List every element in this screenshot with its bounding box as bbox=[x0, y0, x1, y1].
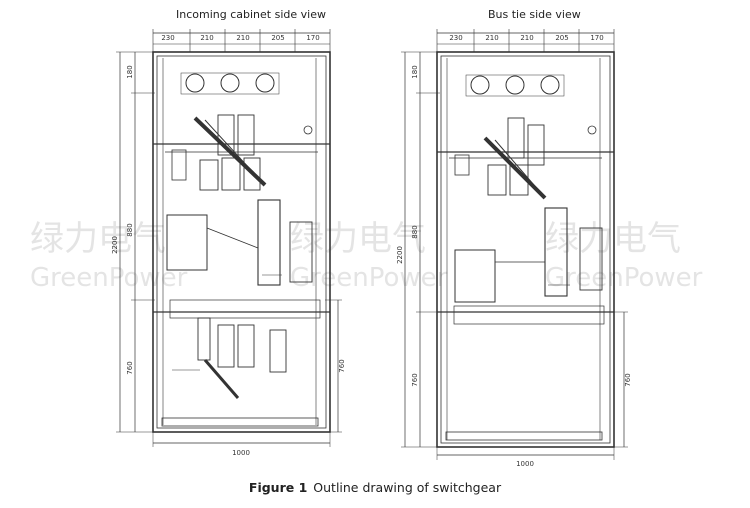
dim-lower: 760 bbox=[411, 373, 419, 386]
watermark-en-left: GreenPower bbox=[30, 263, 188, 293]
incoming-cabinet-dimensions: 230 210 210 205 170 2200 180 880 760 760… bbox=[111, 34, 346, 457]
incoming-cabinet-drawing bbox=[116, 29, 342, 447]
figure-number: Figure 1 bbox=[248, 480, 308, 495]
dim-top-3: 210 bbox=[236, 34, 249, 42]
bus-tie-cabinet-dimensions: 230 210 210 205 170 2200 180 880 760 760… bbox=[396, 34, 632, 468]
dim-right-lower: 760 bbox=[338, 359, 346, 372]
dim-top-4: 205 bbox=[555, 34, 568, 42]
dim-top-3: 210 bbox=[520, 34, 533, 42]
dim-middle: 880 bbox=[126, 223, 134, 236]
dim-total-height: 2200 bbox=[396, 246, 404, 264]
dim-total-height: 2200 bbox=[111, 236, 119, 254]
dim-top-5: 170 bbox=[590, 34, 603, 42]
watermark-cn-left: 绿力电气 bbox=[30, 219, 166, 259]
dim-right-lower: 760 bbox=[624, 373, 632, 386]
dim-upper: 180 bbox=[411, 65, 419, 78]
dim-upper: 180 bbox=[126, 65, 134, 78]
figure-caption: Figure 1 Outline drawing of switchgear bbox=[0, 480, 750, 495]
dim-top-5: 170 bbox=[306, 34, 319, 42]
incoming-cabinet-view-title: Incoming cabinet side view bbox=[176, 8, 326, 21]
dim-width: 1000 bbox=[516, 460, 534, 468]
watermark-cn-mid: 绿力电气 bbox=[290, 219, 426, 259]
figure-caption-text: Outline drawing of switchgear bbox=[313, 480, 502, 495]
dim-top-4: 205 bbox=[271, 34, 284, 42]
dim-top-1: 230 bbox=[449, 34, 462, 42]
dim-top-2: 210 bbox=[485, 34, 498, 42]
dim-middle: 880 bbox=[411, 225, 419, 238]
watermark-en-right: GreenPower bbox=[545, 263, 703, 293]
watermark-cn-right: 绿力电气 bbox=[545, 219, 681, 259]
bus-tie-cabinet-drawing bbox=[401, 29, 628, 460]
dim-lower: 760 bbox=[126, 361, 134, 374]
dim-top-1: 230 bbox=[161, 34, 174, 42]
bus-tie-view-title: Bus tie side view bbox=[488, 8, 581, 21]
watermark-en-mid: GreenPower bbox=[290, 263, 448, 293]
dim-width: 1000 bbox=[232, 449, 250, 457]
dim-top-2: 210 bbox=[200, 34, 213, 42]
